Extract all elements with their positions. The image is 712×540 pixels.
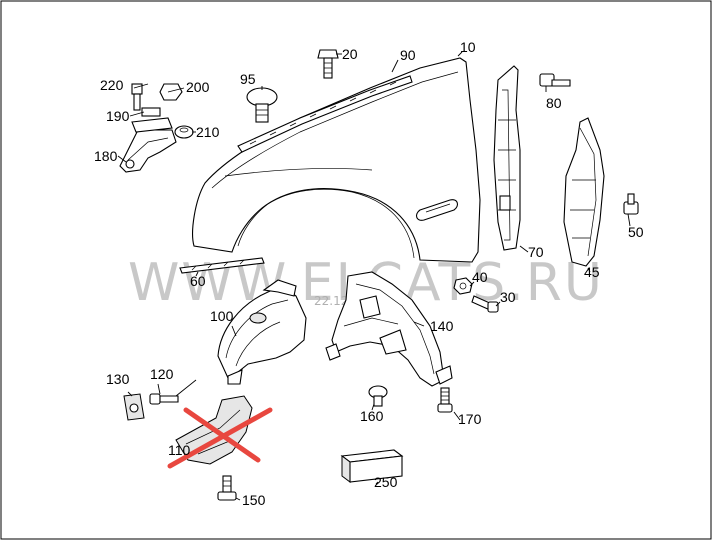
label-180: 180	[94, 148, 118, 164]
label-45: 45	[584, 264, 600, 280]
part-rear-liner	[325, 271, 453, 387]
label-20: 20	[342, 46, 358, 62]
part-screw-170	[437, 387, 453, 413]
leader-lines	[117, 51, 631, 501]
label-30: 30	[500, 289, 516, 305]
label-140: 140	[430, 318, 454, 334]
label-70: 70	[528, 244, 544, 260]
label-150: 150	[242, 492, 266, 508]
part-screw-80	[539, 73, 571, 87]
part-front-bracket	[493, 65, 521, 251]
label-170: 170	[458, 411, 482, 427]
watermark-date: 22.12	[314, 294, 348, 308]
label-50: 50	[628, 224, 644, 240]
label-10: 10	[460, 39, 476, 55]
label-220: 220	[100, 77, 124, 93]
label-110: 110	[168, 442, 191, 458]
part-lower-strip	[179, 257, 265, 274]
label-190: 190	[106, 108, 130, 124]
part-bolt-50	[623, 193, 639, 215]
label-100: 100	[210, 308, 234, 324]
part-seal-strip	[237, 75, 413, 153]
part-push-clip	[246, 87, 278, 123]
part-labels: 10 20 90 95 220 200 190 210 180 80 50 70…	[94, 39, 644, 508]
label-200: 200	[186, 79, 210, 95]
label-250: 250	[374, 474, 398, 490]
label-120: 120	[150, 366, 174, 382]
label-130: 130	[106, 371, 130, 387]
label-80: 80	[546, 95, 562, 111]
label-60: 60	[190, 273, 206, 289]
part-nut-40	[453, 277, 473, 295]
part-clip-nut	[123, 393, 145, 421]
label-95: 95	[240, 71, 256, 87]
part-bracket-group	[119, 83, 194, 173]
part-rear-panel	[563, 117, 605, 267]
label-90: 90	[400, 47, 416, 63]
part-fender	[192, 57, 481, 263]
part-front-liner	[217, 279, 307, 385]
part-bolt-30	[471, 295, 499, 313]
label-210: 210	[196, 124, 220, 140]
part-box	[340, 449, 404, 483]
part-screw-120	[149, 393, 179, 405]
label-160: 160	[360, 408, 384, 424]
label-40: 40	[472, 269, 488, 285]
part-screw-160	[368, 385, 388, 407]
part-bolt-20	[317, 49, 339, 79]
removed-part-cross	[167, 407, 273, 469]
part-bolt-150	[217, 475, 237, 501]
